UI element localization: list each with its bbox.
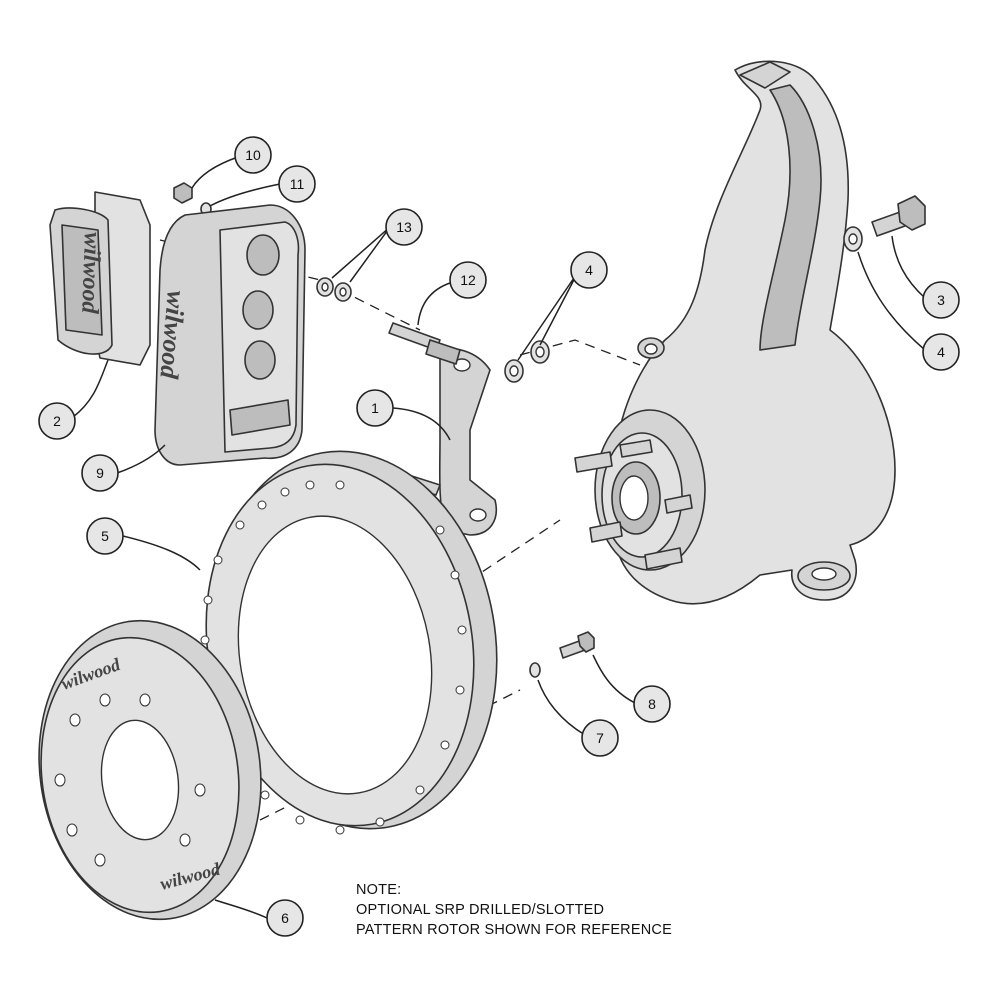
callout-6: 6	[266, 899, 304, 937]
callout-2: 2	[38, 402, 76, 440]
svg-text:1: 1	[371, 400, 379, 416]
rotor-hat: wilwood wilwood	[38, 619, 262, 921]
rotor	[200, 450, 498, 835]
svg-text:2: 2	[53, 413, 61, 429]
rotor-washer	[529, 662, 541, 678]
bracket-shims	[504, 340, 550, 383]
callout-4-upper: 4	[570, 251, 608, 289]
rotor-bolt	[559, 631, 595, 659]
svg-text:12: 12	[460, 272, 476, 288]
svg-text:3: 3	[937, 292, 945, 308]
caliper: wilwood	[154, 204, 306, 466]
note-line-2: OPTIONAL SRP DRILLED/SLOTTED	[356, 902, 605, 918]
callout-10: 10	[234, 136, 272, 174]
svg-text:7: 7	[596, 730, 604, 746]
wheel-studs	[574, 439, 693, 570]
callout-7: 7	[581, 719, 619, 757]
callout-11: 11	[278, 165, 316, 203]
callout-3: 3	[922, 281, 960, 319]
svg-text:6: 6	[281, 910, 289, 926]
svg-text:4: 4	[937, 344, 945, 360]
callout-4-lower: 4	[922, 333, 960, 371]
callout-8: 8	[633, 685, 671, 723]
callout-13: 13	[385, 208, 423, 246]
note-line-3: PATTERN ROTOR SHOWN FOR REFERENCE	[356, 922, 672, 938]
svg-text:4: 4	[585, 262, 593, 278]
callout-5: 5	[86, 517, 124, 555]
svg-text:10: 10	[245, 147, 261, 163]
note-heading: NOTE:	[356, 882, 402, 898]
caliper-shims	[316, 277, 352, 302]
callout-12: 12	[449, 261, 487, 299]
brake-pads: wilwood	[49, 191, 151, 366]
reference-note: NOTE: OPTIONAL SRP DRILLED/SLOTTED PATTE…	[356, 880, 672, 940]
svg-text:8: 8	[648, 696, 656, 712]
svg-text:5: 5	[101, 528, 109, 544]
pad-brand-mark: wilwood	[76, 232, 105, 315]
spindle-knuckle	[574, 60, 896, 605]
callout-1: 1	[356, 389, 394, 427]
mounting-bolt	[871, 195, 926, 237]
caliper-bracket	[438, 348, 497, 536]
svg-text:9: 9	[96, 465, 104, 481]
svg-text:11: 11	[290, 176, 305, 192]
leader-lines	[72, 156, 926, 919]
svg-text:13: 13	[396, 219, 412, 235]
callout-9: 9	[81, 454, 119, 492]
